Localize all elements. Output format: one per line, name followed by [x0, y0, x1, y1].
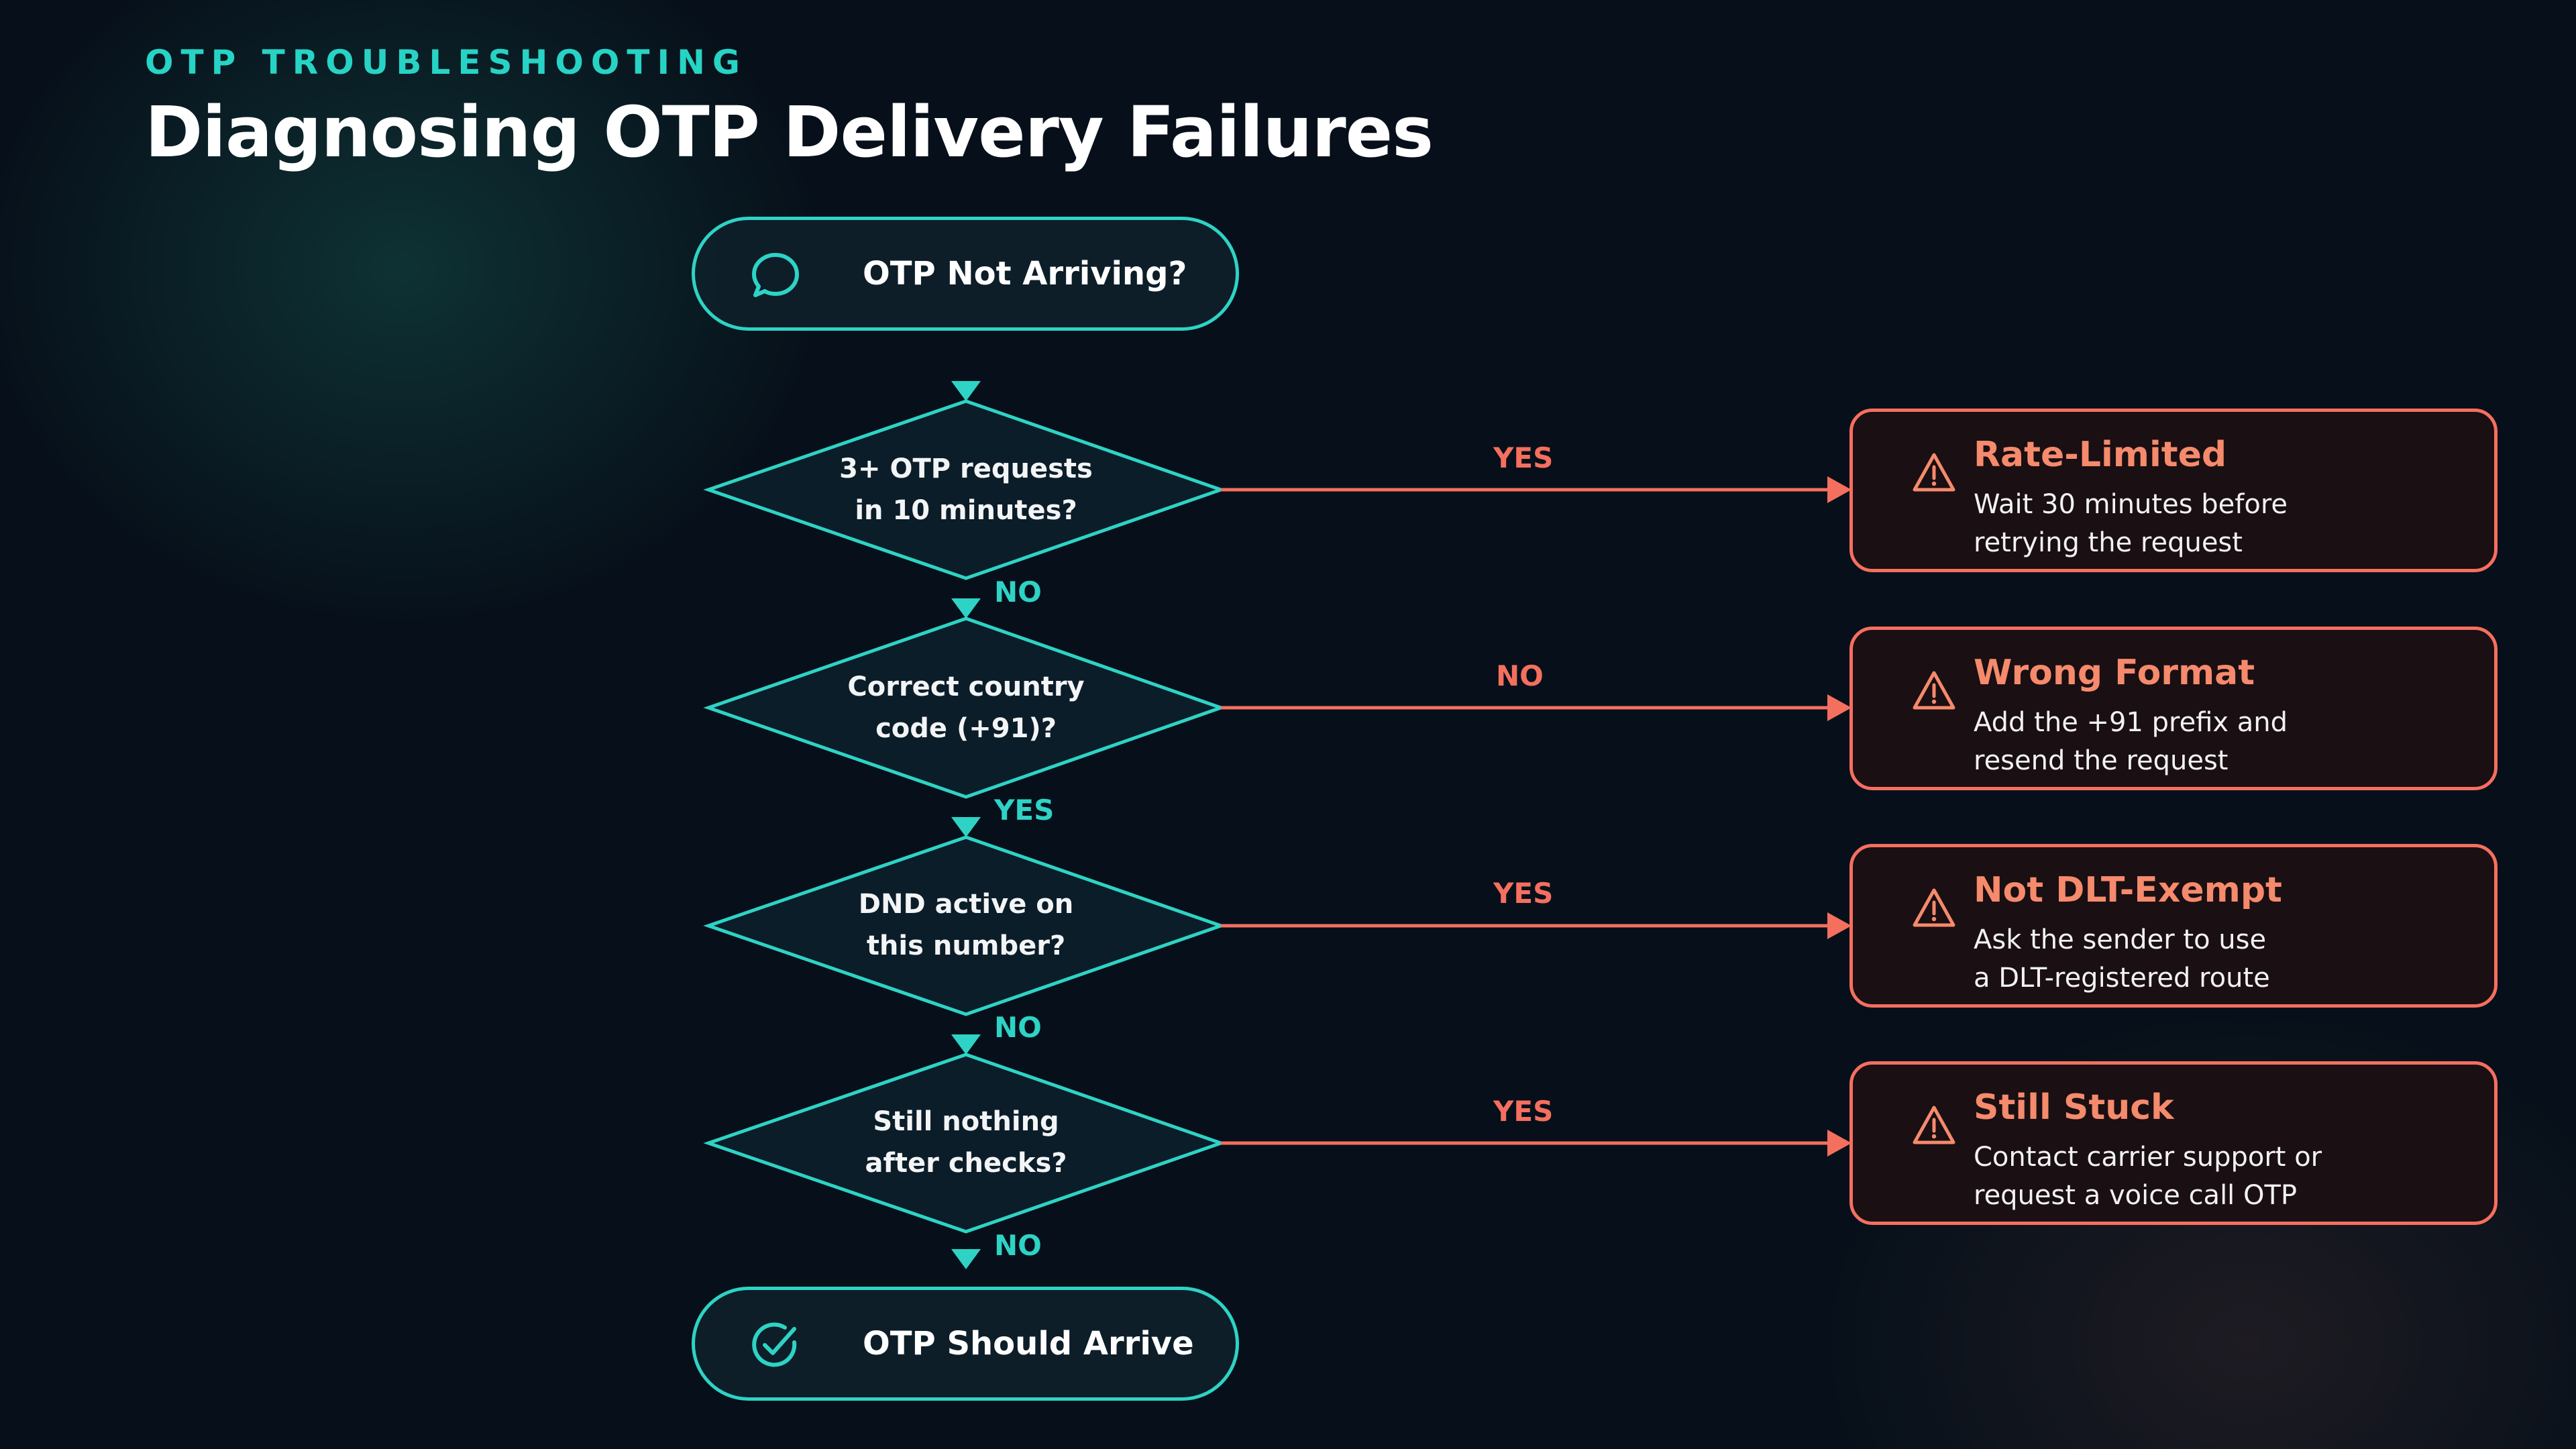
- branch-arrowhead-3: [1827, 912, 1851, 939]
- outcome-3-line-1: Ask the sender to use: [1974, 924, 2267, 955]
- decision-diamond-4: [703, 1053, 1226, 1234]
- down-label-1: NO: [994, 576, 1042, 608]
- warning-icon: [1913, 671, 1955, 710]
- branch-arrowhead-1: [1827, 476, 1851, 503]
- decision-2-text: Correct country code (+91)?: [805, 666, 1127, 749]
- outcome-4-title: Still Stuck: [1974, 1087, 2174, 1128]
- check-circle-icon: [752, 1322, 797, 1367]
- outcome-card-still-stuck: Still Stuck Contact carrier support or r…: [1849, 1061, 2498, 1225]
- eyebrow-label: OTP TROUBLESHOOTING: [145, 43, 747, 82]
- chat-bubble-icon: [752, 253, 799, 297]
- outcome-4-body: Contact carrier support or request a voi…: [1974, 1138, 2470, 1215]
- outcome-2-body: Add the +91 prefix and resend the reques…: [1974, 704, 2470, 780]
- outcome-2-line-1: Add the +91 prefix and: [1974, 707, 2288, 738]
- outcome-1-line-2: retrying the request: [1974, 527, 2243, 558]
- decision-2-line-2: code (+91)?: [875, 713, 1057, 744]
- start-node: OTP Not Arriving?: [692, 217, 1239, 331]
- decision-diamond-1: [703, 399, 1226, 580]
- outcome-2-title: Wrong Format: [1974, 653, 2255, 693]
- outcome-card-wrong-format: Wrong Format Add the +91 prefix and rese…: [1849, 627, 2498, 790]
- warning-icon: [1913, 1106, 1955, 1144]
- end-node: OTP Should Arrive: [692, 1287, 1239, 1401]
- end-label: OTP Should Arrive: [863, 1325, 1194, 1362]
- decision-4-line-1: Still nothing: [873, 1106, 1059, 1137]
- outcome-4-line-1: Contact carrier support or: [1974, 1142, 2322, 1173]
- decision-2-line-1: Correct country: [847, 672, 1085, 702]
- decision-1-line-2: in 10 minutes?: [855, 495, 1077, 526]
- side-label-4: YES: [1493, 1095, 1554, 1128]
- down-label-4: NO: [994, 1229, 1042, 1262]
- down-arrowhead-3: [951, 817, 981, 837]
- outcome-3-title: Not DLT-Exempt: [1974, 870, 2282, 910]
- decision-diamond-2: [703, 616, 1226, 799]
- outcome-card-not-dlt-exempt: Not DLT-Exempt Ask the sender to use a D…: [1849, 844, 2498, 1008]
- decision-3-text: DND active on this number?: [805, 883, 1127, 967]
- outcome-1-title: Rate-Limited: [1974, 435, 2227, 475]
- decision-4-text: Still nothing after checks?: [805, 1101, 1127, 1184]
- outcome-3-line-2: a DLT-registered route: [1974, 963, 2270, 994]
- decision-diamond-3: [703, 835, 1226, 1016]
- outcome-1-body: Wait 30 minutes before retrying the requ…: [1974, 486, 2470, 562]
- side-label-2: NO: [1496, 659, 1544, 692]
- down-arrowhead-5: [951, 1249, 981, 1269]
- page-title: Diagnosing OTP Delivery Failures: [145, 91, 1434, 173]
- decision-1-text: 3+ OTP requests in 10 minutes?: [805, 448, 1127, 531]
- down-label-2: YES: [994, 794, 1055, 826]
- outcome-3-body: Ask the sender to use a DLT-registered r…: [1974, 921, 2470, 998]
- start-label: OTP Not Arriving?: [863, 255, 1187, 292]
- branch-arrowhead-4: [1827, 1130, 1851, 1157]
- down-arrowhead-1: [951, 381, 981, 401]
- side-label-3: YES: [1493, 877, 1554, 910]
- decision-3-line-2: this number?: [866, 930, 1066, 961]
- side-label-1: YES: [1493, 441, 1554, 474]
- outcome-2-line-2: resend the request: [1974, 745, 2229, 776]
- outcome-1-line-1: Wait 30 minutes before: [1974, 489, 2288, 520]
- decision-4-line-2: after checks?: [865, 1148, 1067, 1179]
- outcome-4-line-2: request a voice call OTP: [1974, 1180, 2298, 1211]
- warning-icon: [1913, 453, 1955, 492]
- warning-icon: [1913, 888, 1955, 927]
- decision-1-line-1: 3+ OTP requests: [839, 453, 1093, 484]
- down-arrowhead-4: [951, 1034, 981, 1055]
- decision-3-line-1: DND active on: [858, 889, 1074, 920]
- down-arrowhead-2: [951, 598, 981, 619]
- down-label-3: NO: [994, 1011, 1042, 1044]
- outcome-card-rate-limited: Rate-Limited Wait 30 minutes before retr…: [1849, 409, 2498, 572]
- branch-arrowhead-2: [1827, 694, 1851, 721]
